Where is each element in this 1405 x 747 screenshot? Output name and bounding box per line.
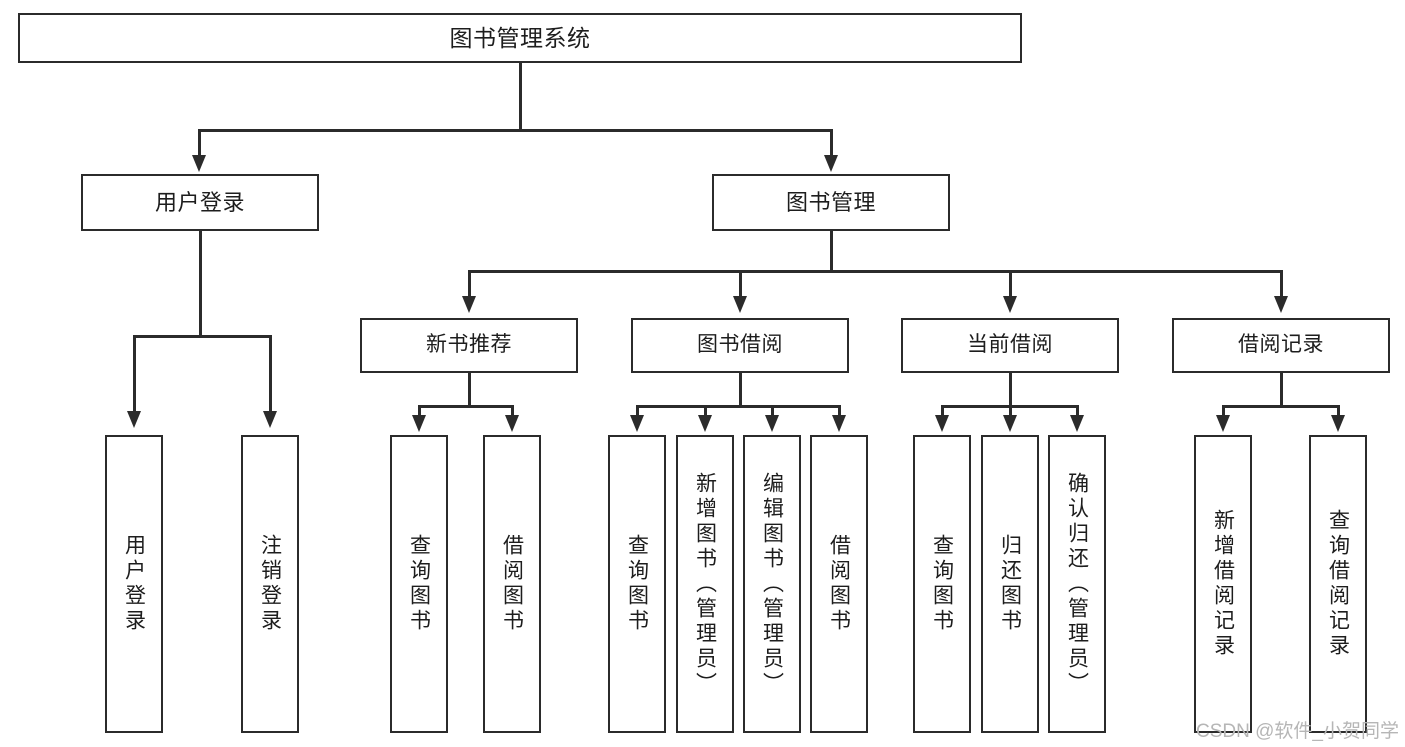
node-root[interactable]: 图书管理系统 bbox=[18, 13, 1022, 63]
node-leaf-query-record[interactable]: 查询借阅记录 bbox=[1309, 435, 1367, 733]
arrow-new-book-to-leaf-1 bbox=[412, 415, 426, 432]
edge-new-book-stem bbox=[468, 373, 471, 407]
node-book-manage-label: 图书管理 bbox=[785, 189, 876, 215]
node-root-label: 图书管理系统 bbox=[449, 24, 591, 51]
edge-user-login-bus bbox=[133, 335, 271, 338]
arrow-book-manage-to-new-book bbox=[462, 296, 476, 313]
edge-new-book-to-leaf-2 bbox=[511, 405, 514, 419]
arrow-root-to-user-login bbox=[192, 155, 206, 172]
node-leaf-confirm-return-label: 确认归还（管理员） bbox=[1065, 471, 1089, 697]
edge-current-borrow-to-leaf-3 bbox=[1076, 405, 1079, 419]
node-leaf-return-book-label: 归还图书 bbox=[998, 534, 1022, 634]
node-leaf-return-book[interactable]: 归还图书 bbox=[981, 435, 1039, 733]
node-leaf-edit-book-label: 编辑图书（管理员） bbox=[760, 471, 784, 697]
node-book-manage[interactable]: 图书管理 bbox=[712, 174, 950, 231]
node-leaf-query-book-1[interactable]: 查询图书 bbox=[390, 435, 448, 733]
node-leaf-user-logout[interactable]: 注销登录 bbox=[241, 435, 299, 733]
edge-root-bus bbox=[198, 129, 832, 132]
arrow-new-book-to-leaf-2 bbox=[505, 415, 519, 432]
node-user-login-label: 用户登录 bbox=[154, 189, 245, 215]
edge-book-manage-to-new-book bbox=[468, 270, 471, 298]
watermark-text: CSDN @软件_小贺同学 bbox=[1196, 721, 1399, 742]
edge-borrow-record-to-leaf-1 bbox=[1222, 405, 1225, 419]
node-leaf-edit-book[interactable]: 编辑图书（管理员） bbox=[743, 435, 801, 733]
node-leaf-query-book-2-label: 查询图书 bbox=[625, 534, 649, 634]
node-leaf-query-book-1-label: 查询图书 bbox=[407, 534, 431, 634]
edge-borrow-record-bus bbox=[1222, 405, 1340, 408]
node-leaf-borrow-book-2-label: 借阅图书 bbox=[827, 534, 851, 634]
node-leaf-query-book-3[interactable]: 查询图书 bbox=[913, 435, 971, 733]
edge-book-borrow-to-leaf-4 bbox=[838, 405, 841, 419]
edge-borrow-record-to-leaf-2 bbox=[1337, 405, 1340, 419]
node-current-borrow[interactable]: 当前借阅 bbox=[901, 318, 1119, 373]
edge-root-to-user-login bbox=[198, 129, 201, 157]
node-borrow-record-label: 借阅记录 bbox=[1238, 333, 1324, 357]
node-leaf-add-book-label: 新增图书（管理员） bbox=[693, 471, 717, 697]
edge-current-borrow-to-leaf-1 bbox=[941, 405, 944, 419]
node-leaf-add-record-label: 新增借阅记录 bbox=[1211, 509, 1235, 659]
arrow-current-borrow-to-leaf-3 bbox=[1070, 415, 1084, 432]
edge-current-borrow-stem bbox=[1009, 373, 1012, 407]
arrow-book-borrow-to-leaf-2 bbox=[698, 415, 712, 432]
arrow-user-login-to-leaf-1 bbox=[127, 411, 141, 428]
node-new-book-recommend-label: 新书推荐 bbox=[426, 333, 512, 357]
arrow-book-manage-to-borrow-record bbox=[1274, 296, 1288, 313]
node-borrow-record[interactable]: 借阅记录 bbox=[1172, 318, 1390, 373]
arrow-book-manage-to-book-borrow bbox=[733, 296, 747, 313]
edge-book-borrow-bus bbox=[636, 405, 838, 408]
edge-book-borrow-stem bbox=[739, 373, 742, 407]
edge-book-manage-to-book-borrow bbox=[739, 270, 742, 298]
edge-user-login-to-leaf-2 bbox=[269, 335, 272, 413]
arrow-book-borrow-to-leaf-4 bbox=[832, 415, 846, 432]
node-leaf-user-login[interactable]: 用户登录 bbox=[105, 435, 163, 733]
edge-root-stem bbox=[519, 63, 522, 131]
arrow-borrow-record-to-leaf-2 bbox=[1331, 415, 1345, 432]
arrow-root-to-book-manage bbox=[824, 155, 838, 172]
node-current-borrow-label: 当前借阅 bbox=[967, 333, 1053, 357]
node-leaf-user-login-label: 用户登录 bbox=[122, 534, 146, 634]
edge-borrow-record-stem bbox=[1280, 373, 1283, 407]
arrow-book-borrow-to-leaf-3 bbox=[765, 415, 779, 432]
edge-book-manage-to-borrow-record bbox=[1280, 270, 1283, 298]
arrow-borrow-record-to-leaf-1 bbox=[1216, 415, 1230, 432]
edge-book-manage-bus bbox=[468, 270, 1282, 273]
node-leaf-add-book[interactable]: 新增图书（管理员） bbox=[676, 435, 734, 733]
node-book-borrow[interactable]: 图书借阅 bbox=[631, 318, 849, 373]
node-leaf-confirm-return[interactable]: 确认归还（管理员） bbox=[1048, 435, 1106, 733]
node-leaf-query-book-3-label: 查询图书 bbox=[930, 534, 954, 634]
node-leaf-borrow-book-1-label: 借阅图书 bbox=[500, 534, 524, 634]
edge-user-login-to-leaf-1 bbox=[133, 335, 136, 413]
node-user-login[interactable]: 用户登录 bbox=[81, 174, 319, 231]
arrow-book-borrow-to-leaf-1 bbox=[630, 415, 644, 432]
node-leaf-query-record-label: 查询借阅记录 bbox=[1326, 509, 1350, 659]
edge-new-book-to-leaf-1 bbox=[418, 405, 421, 419]
edge-new-book-bus bbox=[418, 405, 514, 408]
node-leaf-query-book-2[interactable]: 查询图书 bbox=[608, 435, 666, 733]
node-leaf-borrow-book-2[interactable]: 借阅图书 bbox=[810, 435, 868, 733]
edge-current-borrow-to-leaf-2 bbox=[1009, 405, 1012, 419]
edge-book-borrow-to-leaf-3 bbox=[771, 405, 774, 419]
arrow-current-borrow-to-leaf-2 bbox=[1003, 415, 1017, 432]
arrow-user-login-to-leaf-2 bbox=[263, 411, 277, 428]
edge-user-login-stem bbox=[199, 231, 202, 337]
edge-book-manage-stem bbox=[830, 231, 833, 272]
node-book-borrow-label: 图书借阅 bbox=[697, 333, 783, 357]
edge-book-borrow-to-leaf-1 bbox=[636, 405, 639, 419]
edge-root-to-book-manage bbox=[830, 129, 833, 157]
node-leaf-user-logout-label: 注销登录 bbox=[258, 534, 282, 634]
node-new-book-recommend[interactable]: 新书推荐 bbox=[360, 318, 578, 373]
edge-book-manage-to-current-borrow bbox=[1009, 270, 1012, 298]
node-leaf-add-record[interactable]: 新增借阅记录 bbox=[1194, 435, 1252, 733]
arrow-book-manage-to-current-borrow bbox=[1003, 296, 1017, 313]
edge-book-borrow-to-leaf-2 bbox=[704, 405, 707, 419]
arrow-current-borrow-to-leaf-1 bbox=[935, 415, 949, 432]
node-leaf-borrow-book-1[interactable]: 借阅图书 bbox=[483, 435, 541, 733]
